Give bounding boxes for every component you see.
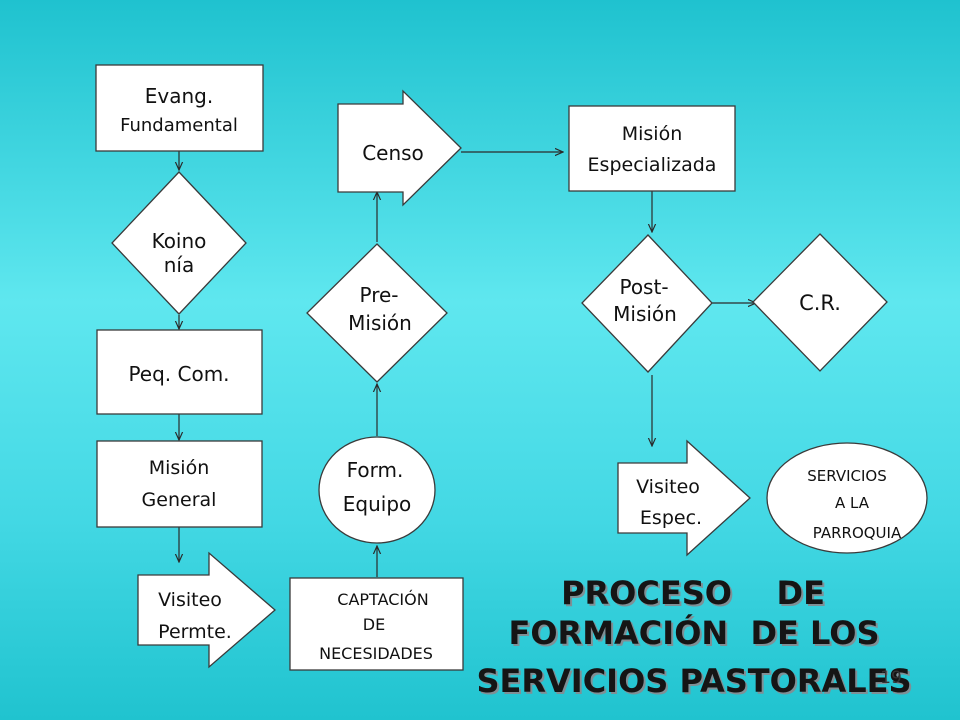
node-visiteo-espec-line2: Espec.: [640, 507, 702, 529]
title-line3: SERVICIOS PASTORALES: [476, 662, 911, 700]
node-mision-general-line1: Misión: [149, 457, 210, 479]
node-koinonia: Koino nía: [111, 171, 247, 315]
title-line3-shadow: SERVICIOS PASTORALES: [478, 664, 913, 702]
node-servicios-parroquia: SERVICIOS A LA PARROQUIA: [766, 442, 928, 554]
node-koinonia-line2: nía: [164, 253, 195, 277]
node-visiteo-permte-line2: Permte.: [158, 621, 232, 643]
page-number: 19: [880, 668, 902, 688]
node-koinonia-line1: Koino: [152, 229, 207, 253]
node-servicios-line2: A LA: [835, 494, 870, 512]
node-post-mision: Post- Misión: [581, 234, 713, 373]
node-mision-general-line2: General: [142, 489, 217, 511]
node-pre-mision-line2: Misión: [348, 311, 412, 335]
connectors: [179, 151, 756, 577]
slide-title: PROCESO DE PROCESO DE FORMACIÓN DE LOS F…: [476, 574, 913, 702]
node-servicios-line1: SERVICIOS: [807, 467, 887, 485]
node-peq-com-line1: Peq. Com.: [128, 362, 229, 386]
title-line2-shadow: FORMACIÓN DE LOS: [510, 615, 881, 654]
node-evang-line2: Fundamental: [120, 115, 238, 136]
title-line1-shadow: PROCESO DE: [563, 576, 827, 614]
node-mision-esp-line1: Misión: [622, 123, 683, 145]
node-pre-mision: Pre- Misión: [306, 243, 448, 383]
node-visiteo-permte-line1: Visiteo: [158, 589, 222, 611]
node-evang-fundamental: Evang. Fundamental: [95, 64, 264, 152]
title-line2: FORMACIÓN DE LOS: [508, 613, 879, 652]
title-line1: PROCESO DE: [561, 574, 825, 612]
node-visiteo-espec-line1: Visiteo: [636, 476, 700, 498]
node-captacion-line1: CAPTACIÓN: [337, 590, 428, 609]
node-servicios-line3: PARROQUIA: [813, 524, 902, 542]
node-mision-general: Misión General: [96, 440, 263, 528]
node-post-mision-line1: Post-: [619, 275, 668, 299]
node-captacion-line2: DE: [363, 615, 385, 634]
node-visiteo-permte: Visiteo Permte.: [137, 551, 276, 669]
node-cr-line1: C.R.: [799, 291, 841, 315]
node-pre-mision-line1: Pre-: [359, 283, 398, 307]
node-captacion-necesidades: CAPTACIÓN DE NECESIDADES: [289, 577, 464, 671]
node-captacion-line3: NECESIDADES: [319, 644, 433, 663]
node-mision-especializada: Misión Especializada: [568, 105, 736, 192]
node-form-equipo-line2: Equipo: [343, 492, 412, 516]
node-visiteo-espec: Visiteo Espec.: [617, 439, 751, 557]
node-peq-com: Peq. Com.: [96, 329, 263, 415]
node-evang-line1: Evang.: [145, 84, 213, 108]
node-mision-esp-line2: Especializada: [588, 154, 717, 176]
node-post-mision-line2: Misión: [613, 302, 677, 326]
node-censo-line1: Censo: [362, 141, 424, 165]
node-cr: C.R.: [752, 233, 888, 372]
node-censo: Censo: [337, 89, 462, 207]
node-form-equipo-line1: Form.: [347, 458, 404, 482]
node-form-equipo: Form. Equipo: [318, 436, 436, 544]
